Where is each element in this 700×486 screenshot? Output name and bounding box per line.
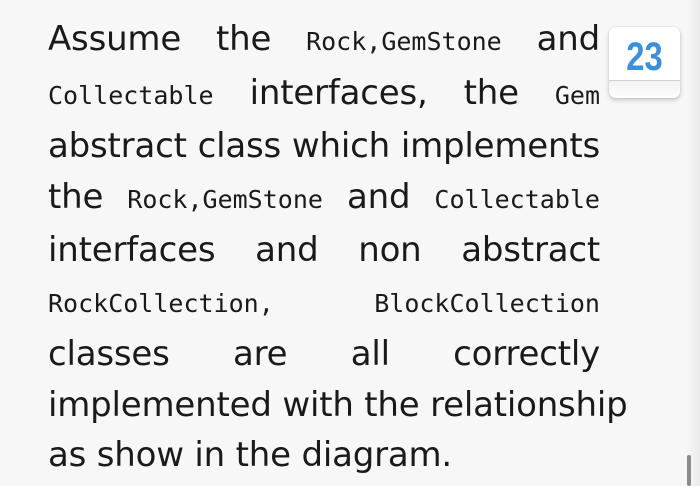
question-line-6: RockCollection, BlockCollection <box>48 276 600 330</box>
question-line-4: the Rock,GemStone and Collectable <box>48 172 600 226</box>
question-text: Assume the Rock,GemStone and Collectable… <box>48 14 628 481</box>
code-run: Collectable <box>434 184 600 214</box>
text-run: classes are all correctly <box>48 334 600 374</box>
badge-fold-shade <box>609 81 680 98</box>
text-run: implemented with the relationship <box>48 384 628 425</box>
text-run: and <box>322 176 435 217</box>
code-run: RockCollection, <box>48 288 274 318</box>
code-run: BlockCollection <box>374 288 600 318</box>
question-line-5: interfaces and non abstract <box>48 225 600 276</box>
page-edge-shadow <box>686 0 700 486</box>
code-run: Gem <box>554 80 600 110</box>
question-line-3: abstract class which implements <box>48 121 600 172</box>
code-run: Collectable <box>48 80 214 110</box>
code-run: Rock,GemStone <box>306 27 502 56</box>
text-run: as show in the diagram. <box>48 435 453 475</box>
page-number: 23 <box>626 35 663 79</box>
question-line-1: Assume the Rock,GemStone and <box>48 14 600 68</box>
text-run: Assume the <box>48 19 307 59</box>
text-run: and <box>501 19 601 59</box>
scrollbar-thumb[interactable] <box>687 455 691 486</box>
text-run <box>274 281 374 321</box>
text-run: interfaces, the <box>213 72 555 113</box>
code-run: Rock,GemStone <box>127 184 323 214</box>
question-line-8: implemented with the relationship <box>48 380 628 431</box>
badge-fold-line <box>609 80 680 81</box>
text-run: interfaces and non abstract <box>48 230 600 270</box>
text-run: the <box>48 176 128 217</box>
page-number-badge[interactable]: 23 <box>609 27 680 98</box>
question-line-9: as show in the diagram. <box>48 430 600 481</box>
text-run: abstract class which implements <box>48 126 600 166</box>
question-line-7: classes are all correctly <box>48 329 600 380</box>
question-line-2: Collectable interfaces, the Gem <box>48 68 600 122</box>
